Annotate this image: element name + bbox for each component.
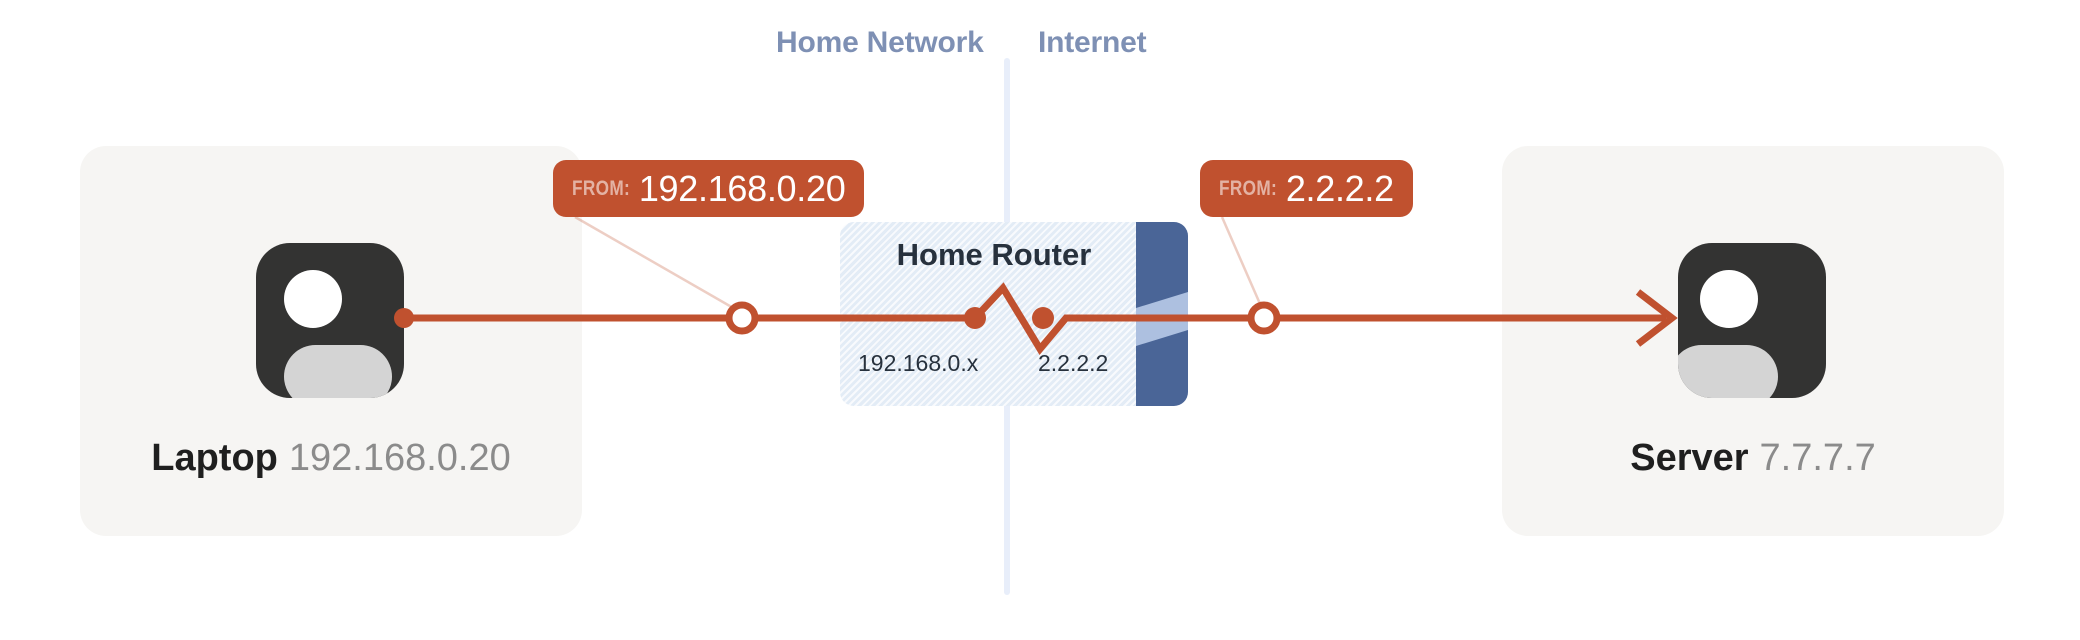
person-device-icon-laptop bbox=[256, 243, 404, 398]
packet-badge-prefix: FROM: bbox=[572, 176, 631, 200]
zone-label-internet: Internet bbox=[1038, 26, 1147, 59]
packet-marker-1[interactable] bbox=[725, 301, 759, 335]
person-head-shape bbox=[284, 270, 342, 328]
router-inside-interface-label: 192.168.0.x bbox=[858, 350, 979, 376]
badge-leader-line-1 bbox=[574, 215, 743, 315]
packet-badge-from-router[interactable]: FROM: 2.2.2.2 bbox=[1200, 160, 1413, 217]
packet-badge-from-laptop[interactable]: FROM: 192.168.0.20 bbox=[553, 160, 865, 217]
endpoint-name-server: Server bbox=[1630, 437, 1749, 479]
router-title: Home Router bbox=[896, 237, 1092, 272]
person-head-shape bbox=[1700, 270, 1758, 328]
home-router-box[interactable]: Home Router 192.168.0.x 2.2.2.2 bbox=[840, 222, 1188, 406]
endpoint-address-laptop: 192.168.0.20 bbox=[288, 437, 511, 479]
packet-badge-value: 192.168.0.20 bbox=[638, 167, 846, 209]
router-outside-interface-label: 2.2.2.2 bbox=[1038, 350, 1109, 376]
endpoint-name-laptop: Laptop bbox=[151, 437, 278, 479]
badge-leader-line-2 bbox=[1220, 216, 1266, 314]
person-body-shape bbox=[1678, 345, 1778, 398]
person-device-icon-server bbox=[1678, 243, 1826, 398]
person-body-shape bbox=[284, 345, 392, 398]
packet-marker-2[interactable] bbox=[1247, 301, 1281, 335]
endpoint-address-server: 7.7.7.7 bbox=[1759, 437, 1876, 479]
packet-badge-value: 2.2.2.2 bbox=[1285, 167, 1394, 209]
packet-badge-prefix: FROM: bbox=[1219, 176, 1278, 200]
zone-label-home-network: Home Network bbox=[776, 26, 984, 59]
